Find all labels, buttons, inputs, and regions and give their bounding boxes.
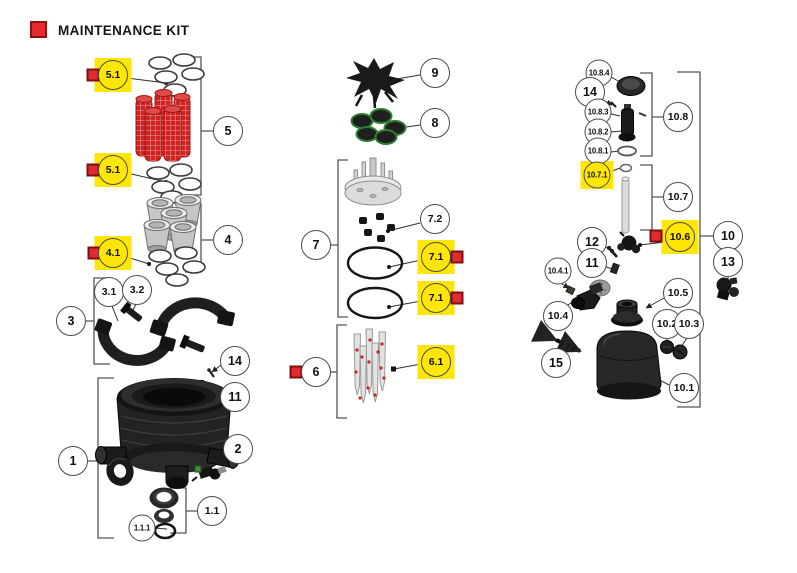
callout-15: 15 (541, 348, 571, 378)
pilot-tube-parts (619, 163, 633, 234)
callout-10-3: 10.3 (674, 309, 704, 339)
callout-10-4-1: 10.4.1 (544, 257, 572, 285)
manifold-caps (359, 213, 395, 242)
o-ring-set-5-1-top (148, 53, 205, 97)
callout-1-1-1: 1.1.1 (128, 514, 156, 542)
bypass-fitting (716, 277, 739, 301)
clamp-bolt-icon (120, 301, 143, 322)
drain-valve (191, 465, 227, 482)
callout-11-left: 11 (220, 382, 250, 412)
filter-housing (95, 378, 240, 489)
clamp-halves (94, 297, 235, 366)
red-filter-cartridges (135, 89, 191, 162)
callout-1-1: 1.1 (197, 496, 227, 526)
plug-caps (660, 340, 688, 360)
callout-10-1: 10.1 (669, 373, 699, 403)
callout-3-2: 3.2 (122, 275, 152, 305)
callout-13: 13 (713, 247, 743, 277)
callout-3-1: 3.1 (94, 277, 124, 307)
callout-4-1: 4.1 (98, 238, 128, 268)
callout-10-7-1: 10.7.1 (583, 161, 611, 189)
callout-7-1-top: 7.1 (421, 242, 451, 272)
callout-5: 5 (213, 116, 243, 146)
callout-1: 1 (58, 446, 88, 476)
valve-discs (350, 108, 407, 145)
callout-6-1: 6.1 (421, 347, 451, 377)
filter-cups (143, 194, 202, 255)
callout-7: 7 (301, 230, 331, 260)
callout-8: 8 (420, 108, 450, 138)
o-ring-set-5-1-bottom (146, 163, 202, 204)
inlet-elbow (565, 279, 611, 311)
relief-valve-parts (610, 76, 647, 157)
callout-6: 6 (301, 357, 331, 387)
lock-ring (106, 456, 134, 486)
callout-3: 3 (56, 306, 86, 336)
callout-11-right: 11 (577, 248, 607, 278)
kit-marker-icon (649, 229, 663, 243)
resin-tank (596, 299, 662, 400)
o-ring-set-4-1 (148, 246, 206, 287)
callout-10-7: 10.7 (663, 182, 693, 212)
callout-9: 9 (420, 58, 450, 88)
air-release-valve (617, 231, 641, 254)
callout-5-1-bottom: 5.1 (98, 155, 128, 185)
page-title: MAINTENANCE KIT (58, 23, 190, 38)
kit-marker-icon (450, 291, 464, 305)
callout-10-8: 10.8 (663, 102, 693, 132)
callout-10-6: 10.6 (665, 222, 695, 252)
callout-14-left: 14 (220, 346, 250, 376)
deflector-star (346, 58, 405, 109)
manifold-plate (344, 157, 402, 206)
callout-5-1-top: 5.1 (98, 60, 128, 90)
callout-10: 10 (713, 221, 743, 251)
brackets (86, 56, 713, 539)
callout-7-1-bottom: 7.1 (421, 283, 451, 313)
callout-4: 4 (213, 225, 243, 255)
small-screws (606, 245, 620, 275)
callout-10-4: 10.4 (543, 301, 573, 331)
large-o-rings-7-1 (346, 246, 404, 320)
maintenance-kit-marker-icon (30, 21, 47, 38)
callout-7-2: 7.2 (420, 204, 450, 234)
clamp-bolt-icon (179, 334, 205, 353)
callout-10-5: 10.5 (663, 278, 693, 308)
tank-bolt (531, 319, 582, 353)
kit-marker-icon (450, 250, 464, 264)
filter-candles (353, 328, 387, 404)
callout-2: 2 (223, 434, 253, 464)
seal-rings (149, 487, 179, 540)
callout-10-8-1: 10.8.1 (584, 137, 612, 165)
